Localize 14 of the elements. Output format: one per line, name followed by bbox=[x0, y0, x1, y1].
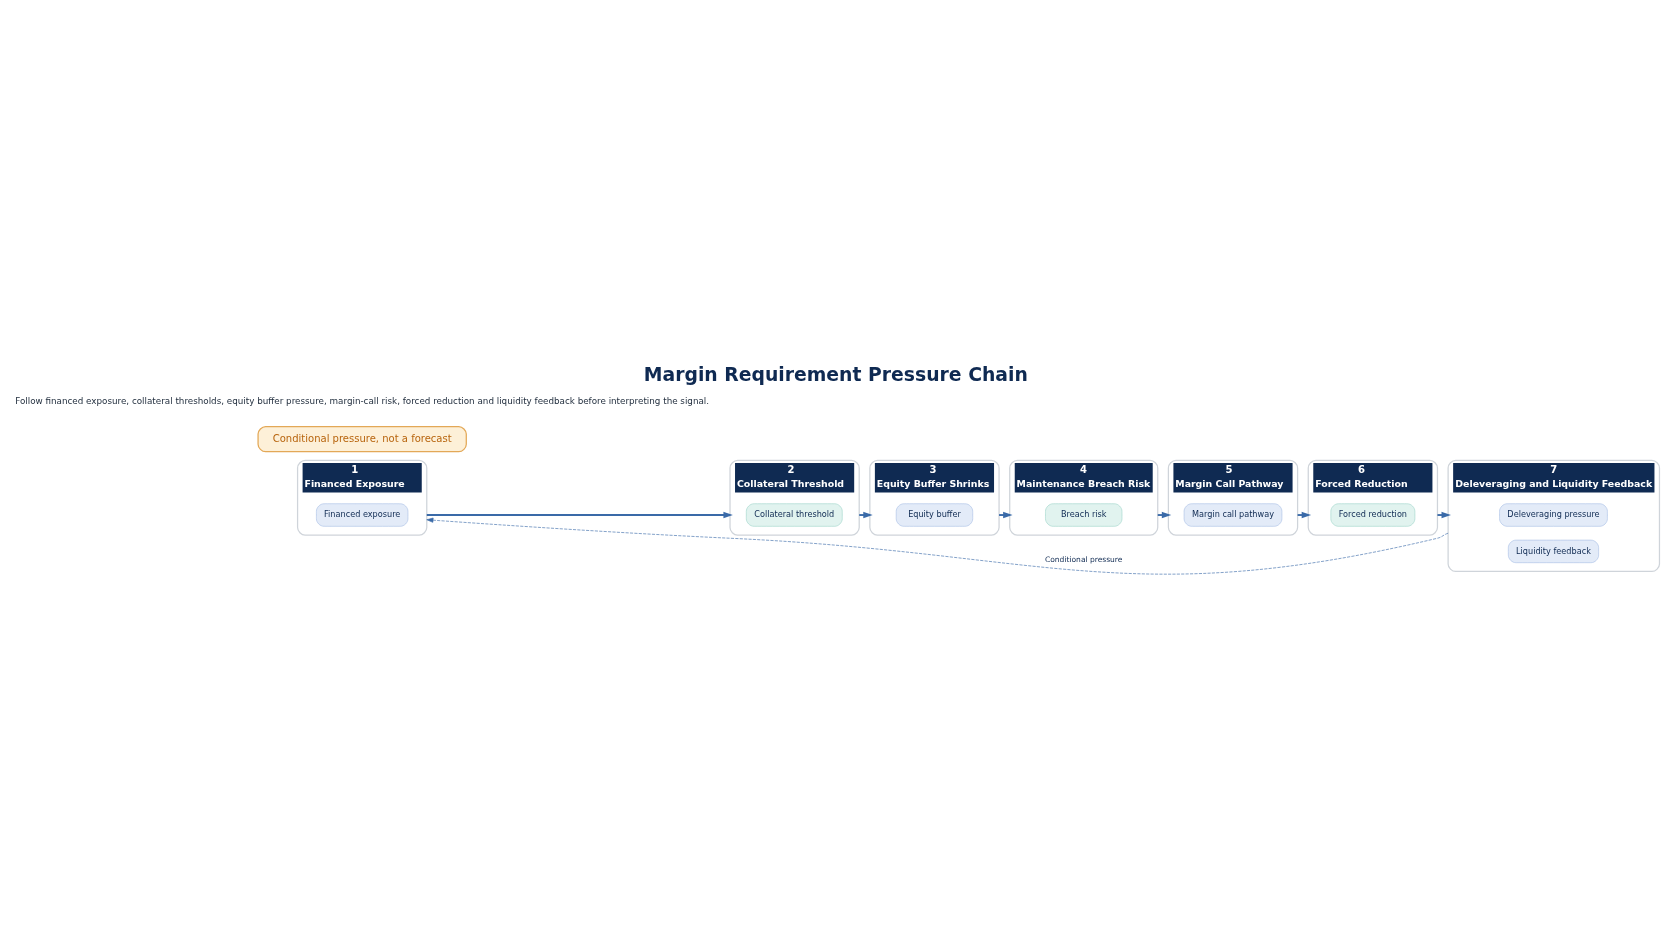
node-box: Liquidity feedback bbox=[1508, 539, 1599, 563]
node-box: Deleveraging pressure bbox=[1499, 503, 1608, 527]
node-box: Breach risk bbox=[1045, 503, 1123, 527]
diagram-title: Margin Requirement Pressure Chain bbox=[643, 364, 1028, 386]
arrow bbox=[1436, 511, 1451, 519]
node-box: Equity buffer bbox=[895, 503, 974, 527]
label: Follow financed exposure, collateral thresholds, equity buffer pressure, margin-call risk, forced reduction and liquidity feedback before interpreting the signal. bbox=[15, 395, 710, 406]
node-box: Margin call pathway bbox=[1183, 503, 1283, 527]
node-box: Financed exposure bbox=[316, 503, 409, 527]
arrow bbox=[425, 511, 733, 519]
arrow bbox=[426, 517, 1449, 575]
node-box: Conditional pressure, not a forecast bbox=[257, 425, 467, 453]
node-box: Collateral threshold bbox=[746, 503, 843, 527]
node-box: Forced reduction bbox=[1330, 503, 1416, 527]
